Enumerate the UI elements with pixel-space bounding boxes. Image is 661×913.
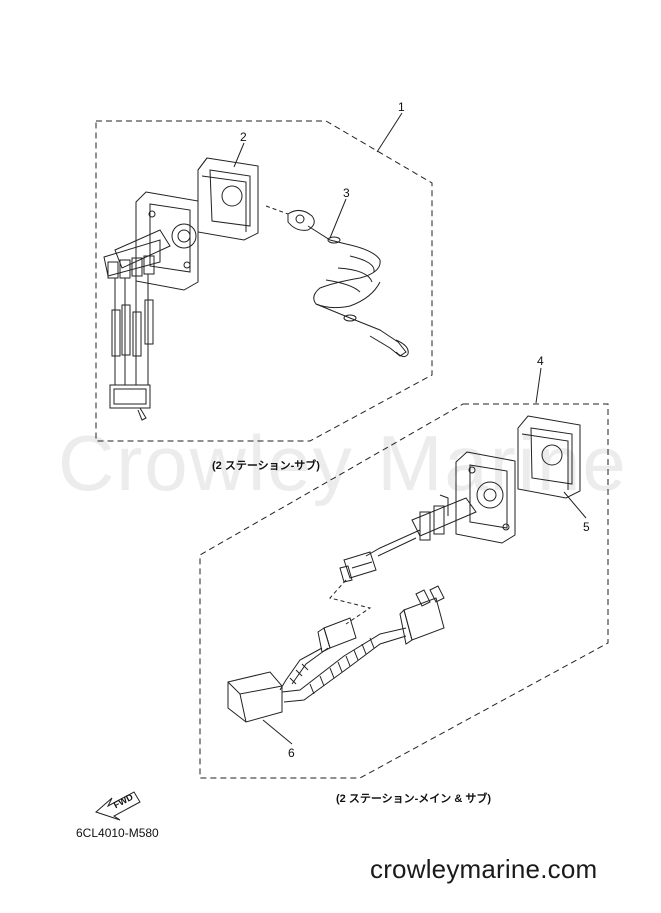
stop-switch-body-1 — [103, 191, 199, 421]
harness-6 — [227, 585, 445, 723]
callout-2: 2 — [240, 130, 247, 144]
plate-gasket-5 — [517, 415, 581, 499]
fwd-arrow — [95, 791, 141, 821]
diagram-code: 6CL4010-M580 — [76, 826, 159, 840]
leader-5 — [563, 491, 587, 519]
lanyard-3 — [265, 205, 409, 358]
leader-6 — [262, 719, 293, 745]
leader-1 — [376, 112, 403, 153]
callout-4: 4 — [537, 354, 544, 368]
leader-4 — [535, 367, 542, 404]
callout-1: 1 — [398, 100, 405, 114]
callout-6: 6 — [288, 746, 295, 760]
plate-gasket-2 — [197, 157, 259, 241]
callout-3: 3 — [343, 186, 350, 200]
caption-lower: (2 ステーション-メイン & サブ) — [336, 793, 491, 805]
upper-assembly-boundary — [95, 120, 433, 442]
leader-3 — [329, 198, 347, 239]
stop-switch-body-4 — [329, 451, 516, 625]
website-footer[interactable]: crowleymarine.com — [370, 854, 598, 884]
callout-5: 5 — [583, 520, 590, 534]
caption-upper: (2 ステーション-サブ) — [212, 460, 320, 472]
lower-assembly-boundary — [199, 403, 609, 779]
